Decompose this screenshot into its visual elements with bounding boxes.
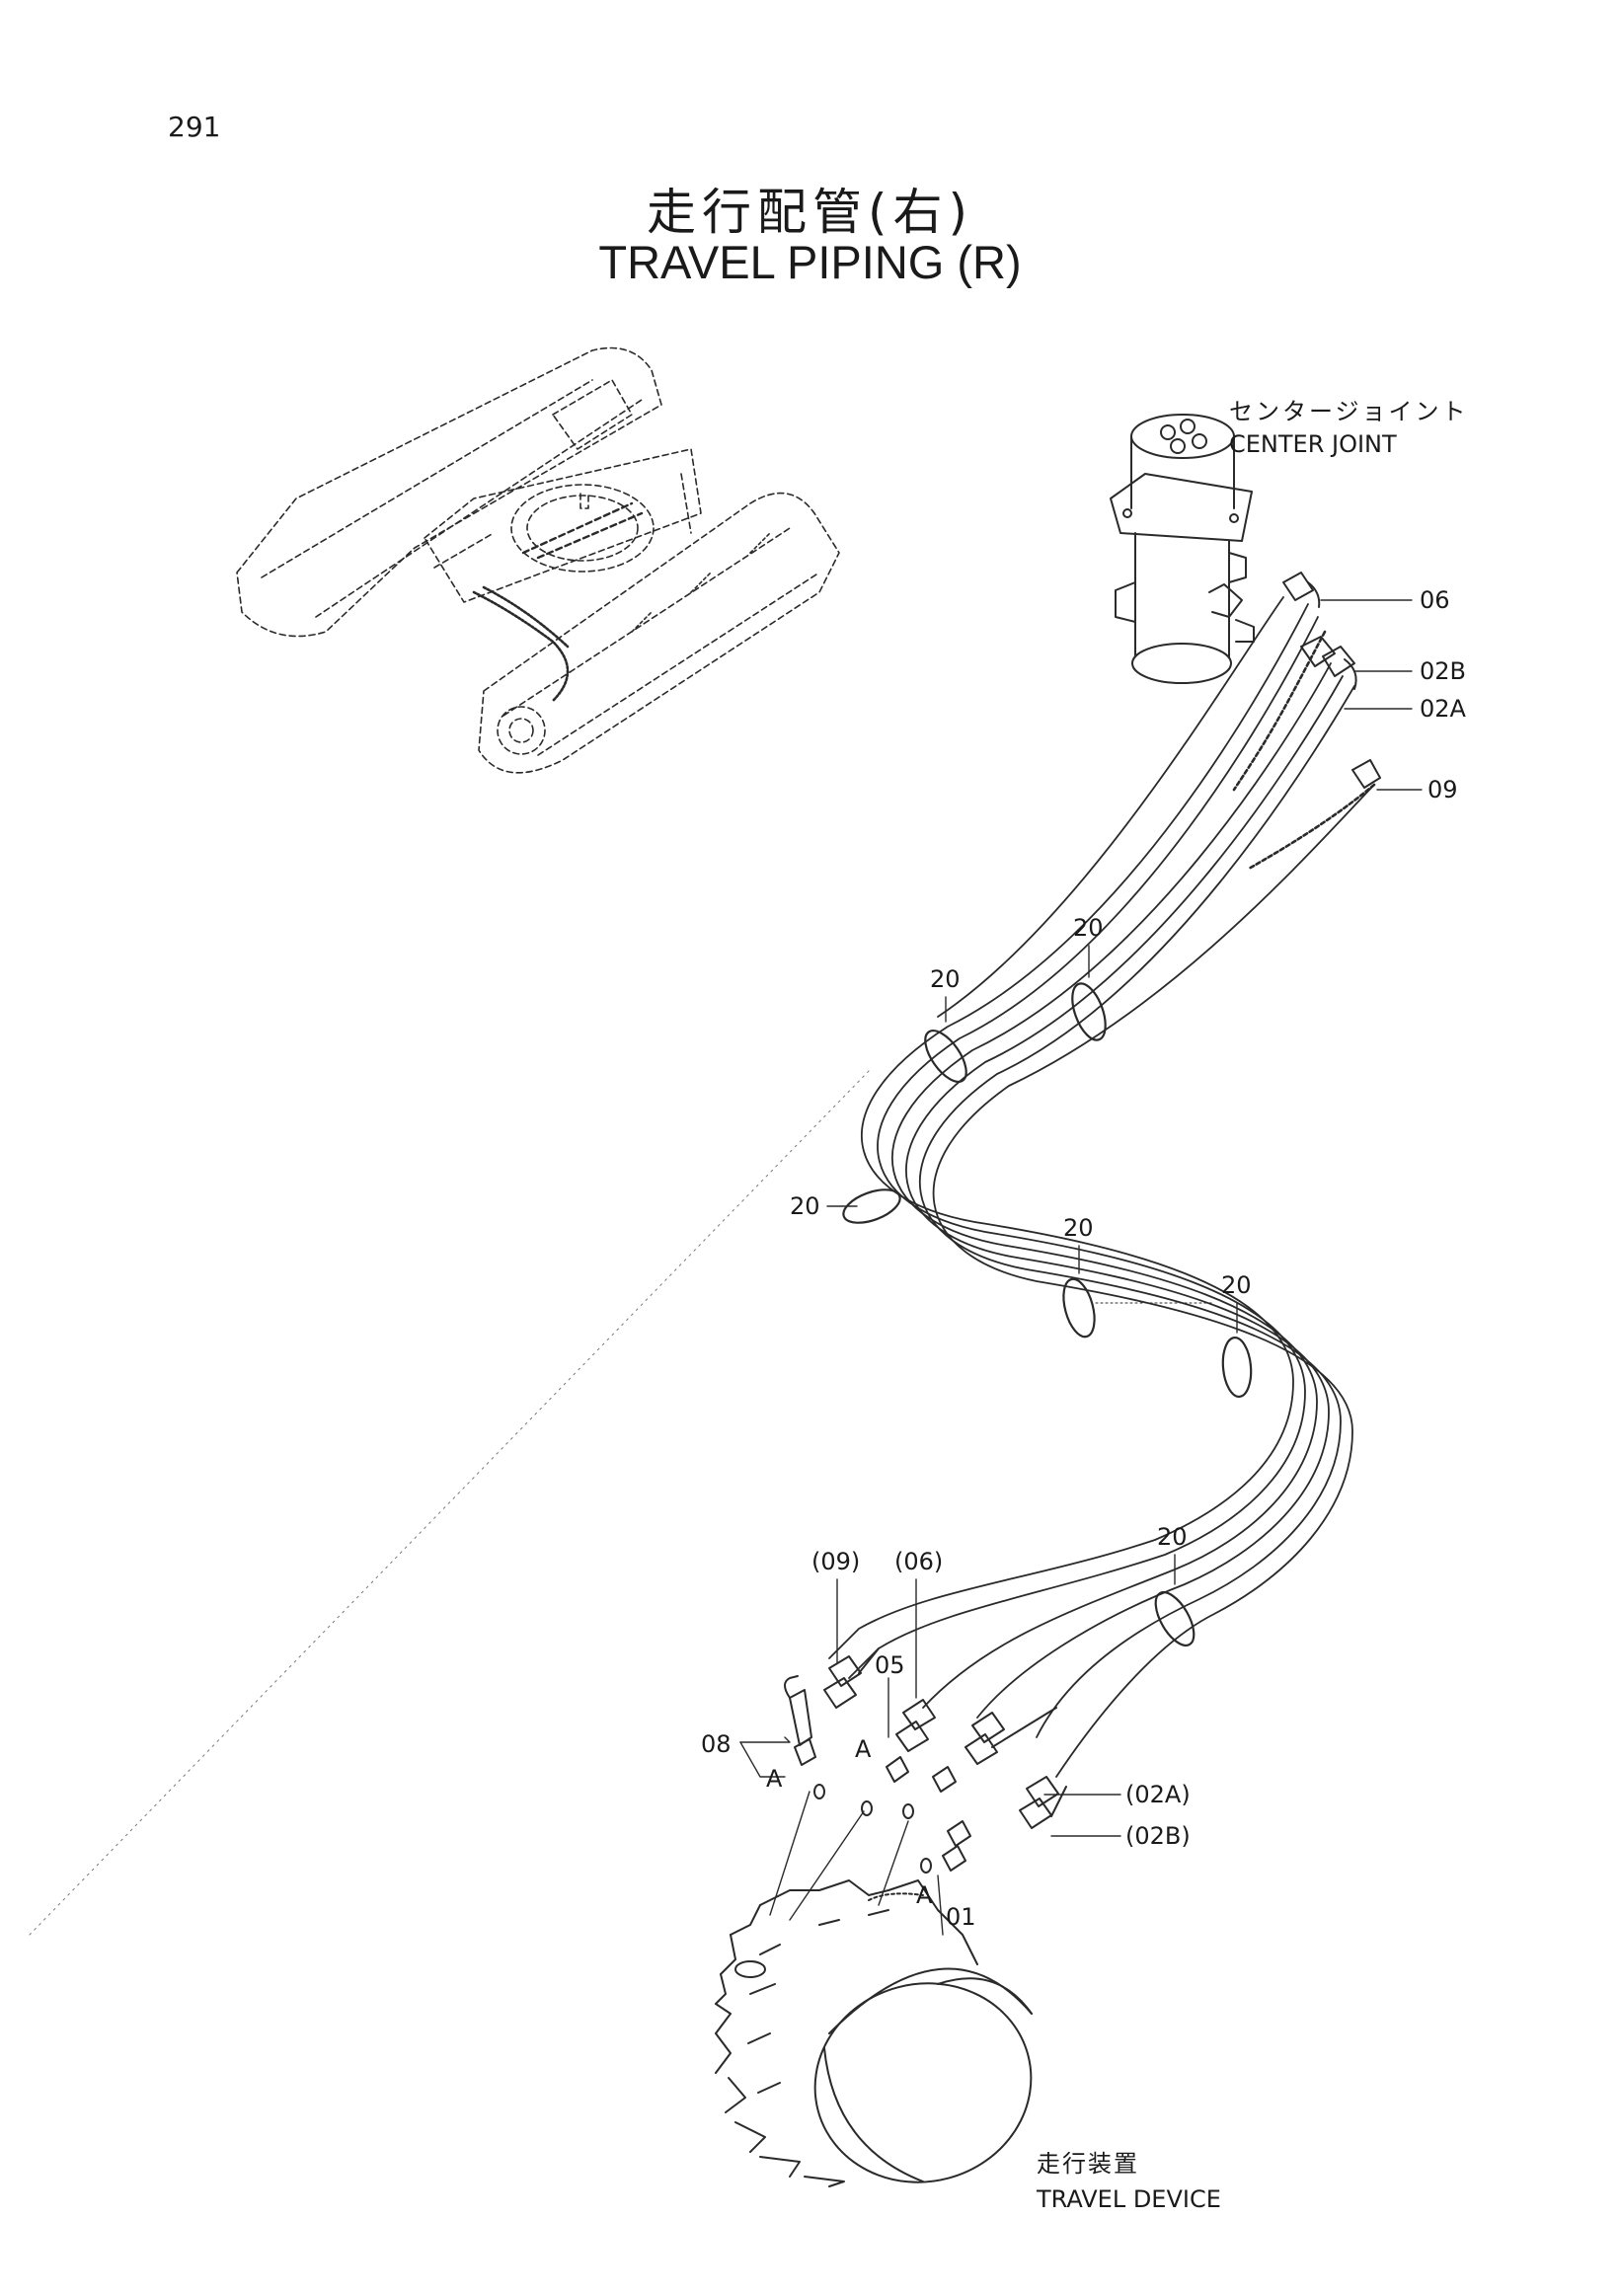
view-leader-line: [29, 1070, 870, 1936]
page-number: 291: [168, 111, 221, 143]
callout-clamp-1: 20: [1073, 914, 1104, 942]
callout-09: 09: [1427, 776, 1458, 804]
callout-clamp-4: 20: [1063, 1214, 1094, 1242]
center-joint-label-en: CENTER JOINT: [1229, 430, 1397, 458]
callout-06: 06: [1420, 586, 1450, 614]
callout-ref-02b: (02B): [1125, 1822, 1191, 1850]
undercarriage-overview-illustration: [236, 346, 840, 774]
callout-08: 08: [701, 1730, 732, 1758]
callout-clamp-3: 20: [790, 1192, 820, 1220]
page-title-en: TRAVEL PIPING (R): [598, 236, 1022, 288]
callout-clamp-5: 20: [1221, 1271, 1252, 1299]
joint-fittings: [1282, 572, 1381, 789]
callout-view-a-3: A: [916, 1881, 933, 1909]
leader-lines: [739, 599, 1423, 1936]
travel-device-label-en: TRAVEL DEVICE: [1036, 2185, 1221, 2213]
callout-clamp-6: 20: [1157, 1523, 1188, 1551]
center-joint-illustration: [1110, 414, 1255, 684]
callout-ref-09: (09): [811, 1548, 860, 1575]
center-joint-label-jp: センタージョイント: [1229, 398, 1469, 425]
page-title-jp: 走行配管(右): [646, 184, 973, 241]
callout-clamp-2: 20: [930, 965, 961, 993]
callout-02b: 02B: [1420, 657, 1466, 685]
hose-clamps: [842, 982, 1253, 1647]
callout-view-a-1: A: [766, 1765, 783, 1793]
callout-ref-06: (06): [894, 1548, 943, 1575]
callout-ref-02a: (02A): [1125, 1781, 1191, 1808]
hose-bundle: [828, 596, 1376, 1778]
travel-device-label-jp: 走行装置: [1037, 2150, 1139, 2178]
callout-05: 05: [875, 1651, 905, 1679]
callout-02a: 02A: [1420, 695, 1467, 723]
callout-view-a-2: A: [855, 1735, 872, 1763]
motor-fittings: [784, 1647, 1067, 1874]
travel-device-illustration: [715, 1879, 1033, 2187]
callout-01: 01: [946, 1903, 976, 1931]
